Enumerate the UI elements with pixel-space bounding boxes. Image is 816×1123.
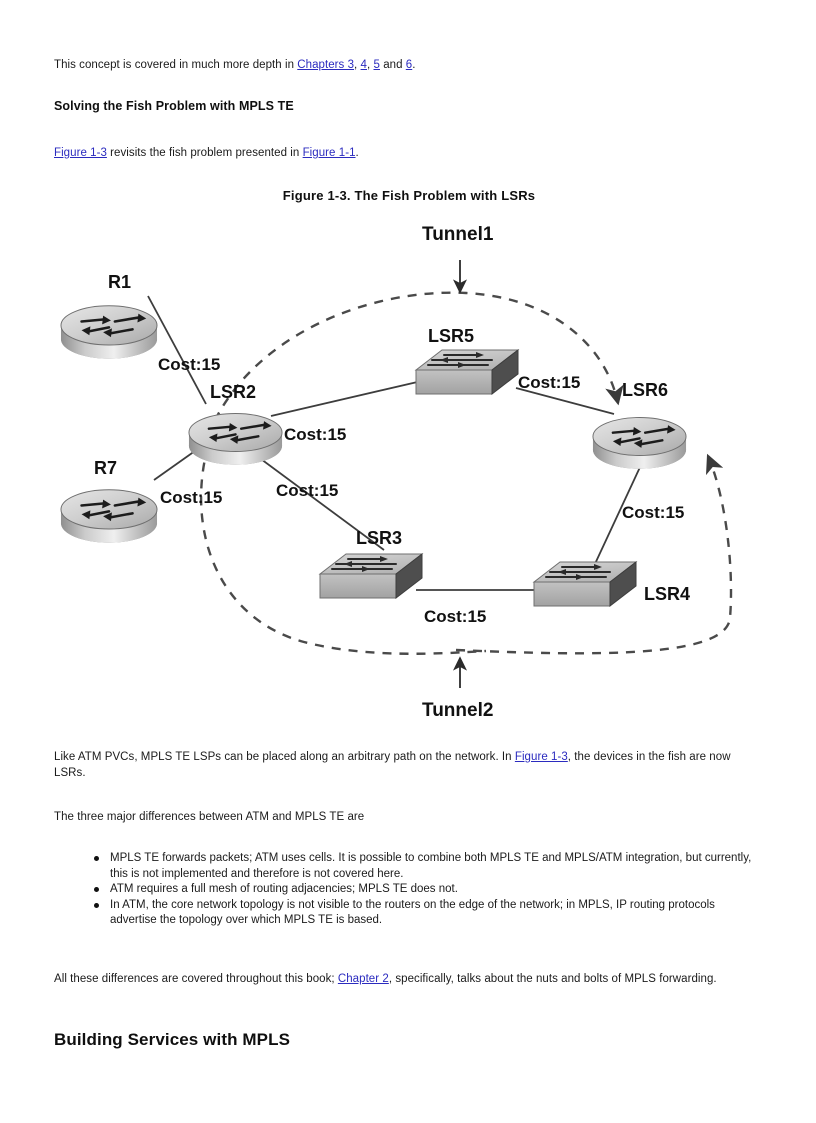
closing-paragraph-text: All these differences are covered throug… [54,971,764,987]
link-lsr6-lsr4 [593,449,649,567]
tunnel-dashed-path [199,291,733,655]
figure-intro-mid: revisits the fish problem presented in [106,147,303,159]
link-lsr2-lsr5 [270,379,427,417]
link-r1-lsr2 [147,295,207,405]
dashed-arc-right [455,453,733,655]
device-label-lsr2: LSR2 [210,382,256,402]
network-diagram-figure: R1 R7 LSR2 LSR5 LSR6 [36,218,780,733]
section-heading-wrap: Solving the Fish Problem with MPLS TE [54,99,764,113]
list-item-text: In ATM, the core network topology is not… [110,898,715,927]
link-figure-1-1[interactable]: Figure 1-1 [302,147,356,159]
after-figure-post: , [567,751,572,763]
intro-sep-3: and [379,59,406,71]
list-item: ATM requires a full mesh of routing adja… [92,882,764,898]
figure-intro-paragraph: Figure 1-3 revisits the fish problem pre… [54,145,764,161]
after-figure-text: Like ATM PVCs, MPLS TE LSPs can be place… [54,749,764,781]
differences-lead-paragraph: The three major differences between ATM … [54,809,764,825]
tunnel1-annotation: Tunnel1 [422,224,494,294]
after-figure-pre: Like ATM PVCs, MPLS TE LSPs can be place… [54,751,515,763]
link-chapter-6[interactable]: 6 [405,59,413,71]
figure-intro-text: Figure 1-3 revisits the fish problem pre… [54,145,764,161]
intro-sep-1: , [354,59,361,71]
bullet-icon [94,887,99,892]
link-figure-1-3-intro[interactable]: Figure 1-3 [54,147,107,159]
device-lsr4[interactable] [533,561,637,607]
figure-caption: Figure 1-3. The Fish Problem with LSRs [282,188,536,203]
device-lsr5[interactable] [415,349,519,395]
intro-pre-text: This concept is covered in much more dep… [54,59,298,71]
intro-paragraph: This concept is covered in much more dep… [54,57,764,73]
closing-paragraph: All these differences are covered throug… [54,971,764,987]
list-item: MPLS TE forwards packets; ATM uses cells… [92,851,764,882]
device-label-r7: R7 [94,458,117,478]
dashed-arc-bottom [199,445,487,655]
device-lsr2[interactable] [187,412,284,467]
tunnel2-label: Tunnel2 [422,700,493,721]
closing-line2: and bolts of MPLS forwarding. [561,973,717,985]
final-heading-wrap: Building Services with MPLS [54,1030,764,1050]
link-lsr2-lsr3 [245,447,385,551]
bullet-icon [94,902,99,908]
after-figure-paragraph: Like ATM PVCs, MPLS TE LSPs can be place… [54,749,764,781]
device-r7[interactable] [59,488,159,544]
intro-post-text: . [412,59,416,71]
intro-sep-2: , [367,59,374,71]
differences-list: MPLS TE forwards packets; ATM uses cells… [92,851,764,929]
link-figure-1-3-body[interactable]: Figure 1-3 [514,751,568,763]
link-chapter-2[interactable]: Chapter 2 [337,973,389,985]
network-topology-svg: R1 R7 LSR2 LSR5 LSR6 [59,224,733,721]
device-lsr6[interactable] [591,416,688,471]
intro-paragraph-text: This concept is covered in much more dep… [54,57,764,73]
cost-label-lsr5-lsr6: Cost:15 [518,373,580,392]
device-label-lsr6: LSR6 [622,380,668,400]
cost-label-r1-lsr2: Cost:15 [158,355,220,374]
figure-intro-post: . [355,147,359,159]
link-chapter-5[interactable]: 5 [373,59,380,71]
differences-lead-text: The three major differences between ATM … [54,811,365,823]
cost-label-lsr3-lsr4: Cost:15 [424,607,486,626]
link-chapters-3[interactable]: Chapters 3 [297,59,355,71]
closing-post: , specifically, talks about the nuts [388,973,558,985]
link-lsr5-lsr6 [515,387,615,415]
cost-label-lsr6-lsr4: Cost:15 [622,503,684,522]
list-item-text: ATM requires a full mesh of routing adja… [110,883,458,895]
after-figure-line2: the devices in the fish are now LSRs. [54,751,731,779]
list-item-text: MPLS TE forwards packets; ATM uses cells… [110,852,752,880]
device-label-lsr4: LSR4 [644,584,690,604]
device-lsr3[interactable] [319,553,423,599]
tunnel1-label: Tunnel1 [422,224,494,245]
closing-pre: All these differences are covered throug… [54,973,338,985]
device-label-lsr5: LSR5 [428,326,474,346]
link-chapter-4[interactable]: 4 [360,59,367,71]
dashed-arc-top [206,291,624,437]
figure-caption-wrap: Figure 1-3. The Fish Problem with LSRs [54,188,764,203]
tunnel2-annotation: Tunnel2 [422,656,493,721]
final-heading: Building Services with MPLS [54,1030,291,1049]
cost-label-r7-lsr2: Cost:15 [160,488,222,507]
list-item: In ATM, the core network topology is not… [92,898,764,929]
device-label-r1: R1 [108,272,131,292]
device-label-lsr3: LSR3 [356,528,402,548]
bullet-icon [94,856,99,861]
cost-label-lsr2-lsr3: Cost:15 [276,481,338,500]
section-heading: Solving the Fish Problem with MPLS TE [54,99,294,113]
cost-label-lsr2-lsr5: Cost:15 [284,425,346,444]
differences-list-wrap: MPLS TE forwards packets; ATM uses cells… [92,851,764,929]
device-r1[interactable] [59,304,159,360]
